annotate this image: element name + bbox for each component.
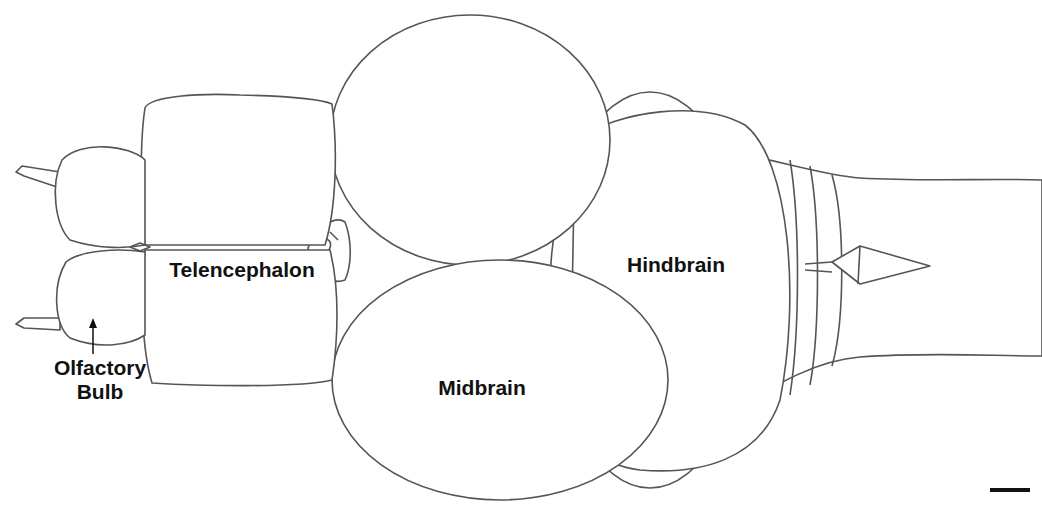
ventricle-line xyxy=(805,246,860,284)
olfactory-nerve xyxy=(16,166,60,188)
olfactory-bulb-upper xyxy=(55,147,145,248)
leader-line xyxy=(92,326,94,354)
telencephalon-upper xyxy=(141,94,335,245)
midline-detail xyxy=(130,243,150,251)
region-label: Midbrain xyxy=(438,376,526,400)
region-label: Olfactory Bulb xyxy=(52,356,148,404)
midbrain-upper-lobe xyxy=(330,15,610,265)
region-label: Telencephalon xyxy=(169,258,314,282)
leader-arrowhead xyxy=(89,318,97,328)
olfactory-bulb-lower xyxy=(57,250,145,345)
telencephalon-lower xyxy=(142,250,337,386)
scale-bar xyxy=(990,488,1030,492)
region-label: Hindbrain xyxy=(627,253,725,277)
fourth-ventricle xyxy=(832,246,930,284)
medulla-segments xyxy=(790,160,842,395)
midbrain-lower-lobe xyxy=(332,260,668,500)
olfactory-nerve xyxy=(16,318,60,330)
